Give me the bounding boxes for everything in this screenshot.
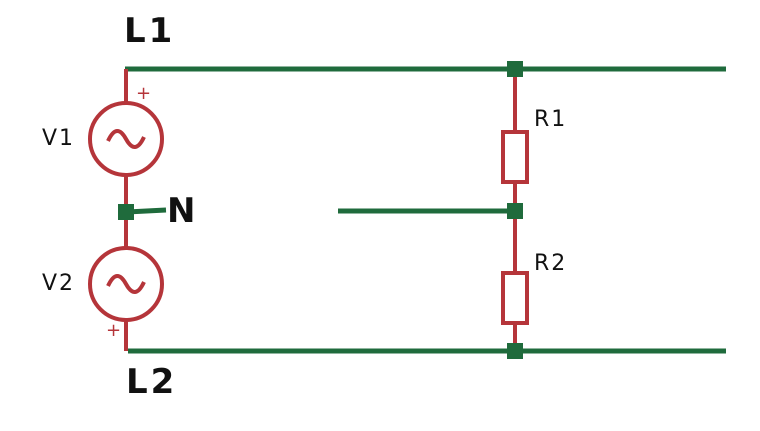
label-r2: R2 xyxy=(534,251,567,276)
label-n: N xyxy=(167,191,198,231)
junction-node-l2 xyxy=(507,343,523,359)
v1-ac-symbol xyxy=(106,129,146,149)
label-r1: R1 xyxy=(534,107,567,132)
v2-ac-symbol xyxy=(106,274,146,294)
label-l1: L1 xyxy=(124,11,175,51)
r1-resistor xyxy=(501,130,529,184)
junction-node-l1 xyxy=(507,61,523,77)
junction-node-n xyxy=(118,204,134,220)
label-l2: L2 xyxy=(126,362,177,402)
label-v2: V2 xyxy=(42,271,75,296)
v2-polarity-mark: + xyxy=(106,320,121,341)
label-v1: V1 xyxy=(42,126,75,151)
junction-node-neutral xyxy=(507,203,523,219)
v1-polarity-mark: + xyxy=(136,83,151,104)
r2-resistor xyxy=(501,271,529,325)
